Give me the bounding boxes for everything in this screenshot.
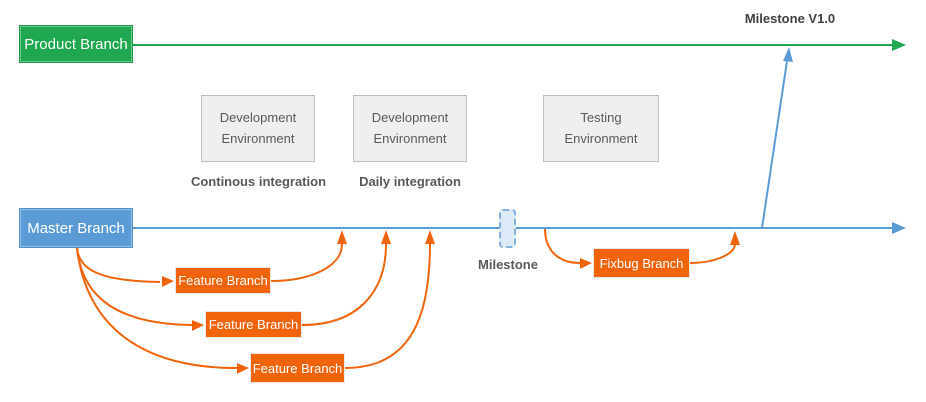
continuous-integration-caption: Continous integration: [190, 174, 327, 189]
feature-branch-1-out-arrowhead-icon: [162, 276, 174, 287]
feature-branch-1-label: Feature Branch: [178, 273, 268, 288]
feature-branch-1-out-connector: [76, 247, 161, 283]
development-environment-2-label: Development Environment: [371, 110, 449, 146]
fixbug-branch-merge-connector: [689, 244, 736, 264]
merge-master-to-product-connector: [761, 60, 788, 229]
feature-branch-1-merge-arrowhead-icon: [337, 230, 347, 244]
daily-integration-caption: Daily integration: [359, 174, 461, 189]
feature-branch-3-label: Feature Branch: [252, 360, 343, 376]
feature-branch-2-out-arrowhead-icon: [192, 320, 204, 331]
feature-branch-3-out-connector: [76, 247, 238, 369]
product-branch-node: Product Branch: [19, 25, 133, 63]
product-timeline-arrowhead-icon: [892, 39, 906, 51]
feature-branch-3-out-arrowhead-icon: [237, 363, 249, 374]
development-environment-1-label: Development Environment: [219, 110, 297, 146]
fixbug-branch-out-connector: [544, 228, 581, 264]
milestone-marker: [499, 209, 516, 248]
master-timeline-arrowhead-icon: [892, 222, 906, 234]
feature-branch-2-merge-connector: [301, 243, 387, 326]
merge-master-to-product-arrowhead-icon: [783, 47, 793, 62]
milestone-marker-label: Milestone: [478, 257, 538, 272]
fixbug-branch-label: Fixbug Branch: [599, 255, 684, 271]
feature-branch-3-node: Feature Branch: [250, 353, 345, 383]
feature-branch-2-label: Feature Branch: [208, 317, 299, 332]
feature-branch-2-merge-arrowhead-icon: [381, 230, 391, 244]
feature-branch-1-merge-connector: [270, 243, 343, 282]
master-branch-node: Master Branch: [19, 208, 133, 248]
fixbug-branch-node: Fixbug Branch: [593, 248, 690, 278]
testing-environment-node: Testing Environment: [543, 95, 659, 162]
feature-branch-3-merge-arrowhead-icon: [425, 230, 435, 244]
master-branch-label: Master Branch: [27, 219, 125, 237]
fixbug-branch-merge-arrowhead-icon: [730, 231, 740, 245]
development-environment-1-node: Development Environment: [201, 95, 315, 162]
development-environment-2-node: Development Environment: [353, 95, 467, 162]
feature-branch-3-merge-connector: [344, 243, 431, 369]
product-branch-label: Product Branch: [24, 35, 128, 53]
testing-environment-label: Testing Environment: [564, 110, 638, 146]
milestone-v1-label: Milestone V1.0: [744, 11, 836, 26]
fixbug-branch-out-arrowhead-icon: [580, 258, 592, 269]
feature-branch-2-node: Feature Branch: [205, 311, 302, 338]
feature-branch-1-node: Feature Branch: [175, 267, 271, 294]
